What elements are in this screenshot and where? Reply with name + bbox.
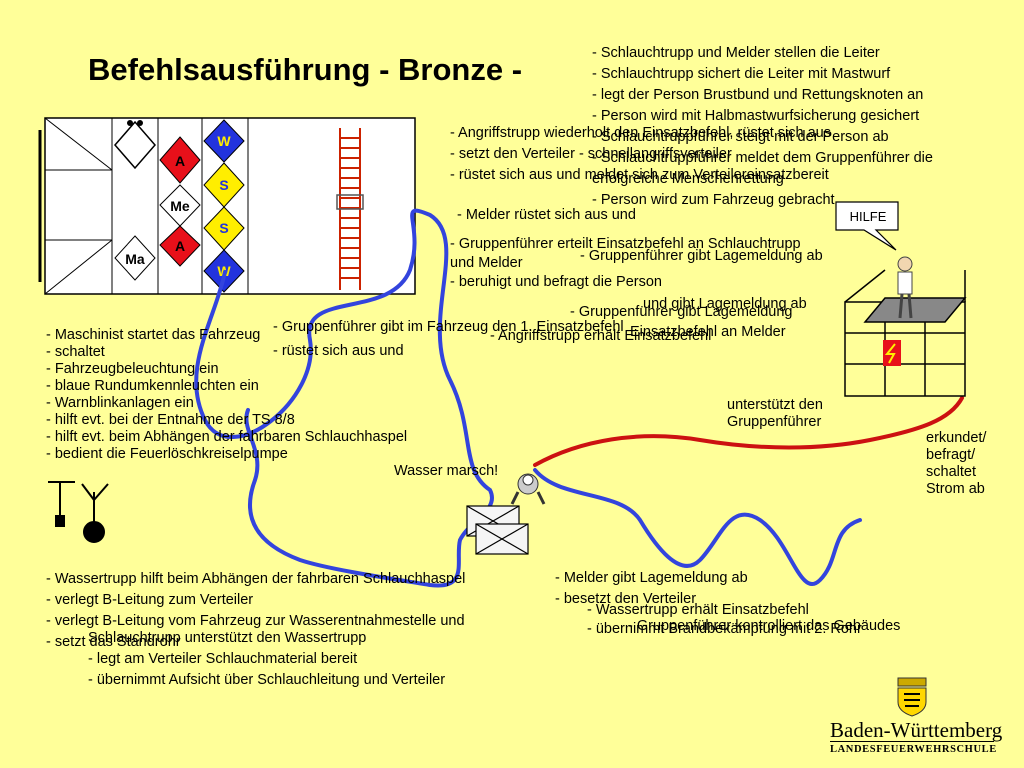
seat-s1: S (219, 177, 228, 193)
distributor-icon (510, 473, 546, 505)
gf-fahrzeug-befehl: - Gruppenführer gibt im Fahrzeug den 1. … (273, 319, 624, 335)
ruestet-sich-aus: - rüstet sich aus und (273, 343, 404, 359)
melder-ruestet: - Melder rüstet sich aus und (457, 207, 636, 223)
block-gf-einsatzbefehl: - Gruppenführer erteilt Einsatzbefehl an… (450, 236, 801, 290)
wasser-marsch: Wasser marsch! (394, 463, 499, 479)
gruppenfuehrer-symbol (114, 120, 156, 170)
seat-w1: W (217, 133, 231, 149)
block-wassertrupp: - Wassertrupp hilft beim Abhängen der fa… (46, 571, 466, 650)
seat-a2: A (175, 238, 185, 254)
hose-blue-icon (194, 208, 494, 588)
gf-kontrolliert: - Gruppenführer kontrolliert das Gebäude… (628, 618, 901, 634)
und-gibt-lagemeldung: und gibt Lagemeldung ab (643, 296, 807, 312)
seat-me: Me (170, 198, 190, 214)
hose-red-icon (533, 396, 964, 467)
seat-ma: Ma (125, 251, 145, 267)
logo-rule (830, 741, 994, 742)
block-maschinist: - Maschinist startet das Fahrzeug - scha… (46, 327, 408, 462)
hydrant-icon (48, 481, 109, 543)
speech-bubble (835, 201, 899, 251)
block-schlauchtrupp-leiter: - Schlauchtrupp und Melder stellen die L… (592, 45, 933, 208)
melder-einsatzbefehl: Einsatzbefehl an Melder (630, 324, 786, 340)
seat-s2: S (219, 220, 228, 236)
person-icon (897, 256, 913, 319)
gf-lagemeldung-2: - Gruppenführer gibt Lagemeldung (570, 304, 793, 320)
building-scaffold-icon (844, 269, 967, 397)
angriffstrupp-erhaelt: - Angriffstrupp erhält Einsatzbefehl (490, 328, 712, 344)
seat-symbols: A Me A Ma W S S W (114, 119, 245, 293)
block-schlauchtrupp-unterstuetzt: Schlauchtrupp unterstützt den Wassertrup… (88, 630, 446, 688)
block-wassertrupp-erhaelt: - Wassertrupp erhält Einsatzbefehl - übe… (587, 602, 862, 637)
hose-reel-icon (466, 505, 529, 555)
callout-text: HILFE (850, 209, 887, 224)
page-title: Befehlsausführung - Bronze - (88, 52, 523, 87)
gf-lagemeldung: - Gruppenführer gibt Lagemeldung ab (580, 248, 823, 264)
block-erkundet: erkundet/ befragt/ schaltet Strom ab (926, 430, 987, 497)
logo-sub: LANDESFEUERWEHRSCHULE (830, 744, 997, 755)
hose-blue-2-icon (533, 468, 862, 586)
coat-of-arms-icon (897, 677, 927, 717)
ladder-icon (336, 128, 364, 290)
logo-name: Baden-Württemberg (830, 718, 1003, 742)
block-unterstuetzt: unterstützt den Gruppenführer (727, 397, 823, 430)
seat-a1: A (175, 153, 185, 169)
electric-hazard-icon (883, 340, 901, 366)
block-angriffstrupp: - Angriffstrupp wiederholt den Einsatzbe… (450, 125, 831, 183)
block-melder-verteiler: - Melder gibt Lagemeldung ab - besetzt d… (555, 570, 748, 607)
